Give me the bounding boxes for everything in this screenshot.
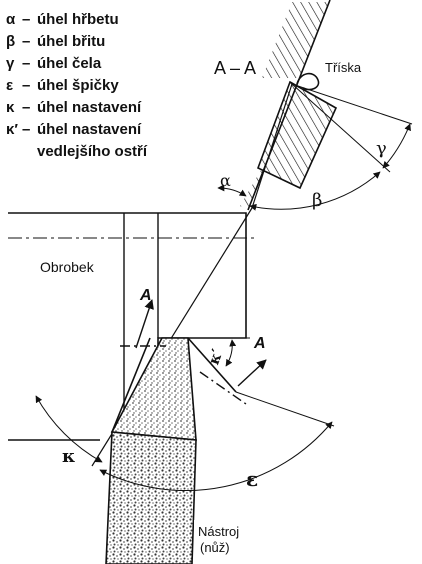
legend-text: úhel hřbetu xyxy=(37,11,119,28)
tool-label-bg xyxy=(194,520,260,556)
tool-label-line2: (nůž) xyxy=(200,540,230,555)
beta-label: β xyxy=(312,190,322,211)
kappa-prime-arc xyxy=(225,339,237,367)
tool-shank xyxy=(105,431,197,564)
tool-main-cutting-edge xyxy=(111,337,151,433)
rake-face-line xyxy=(291,83,391,173)
alpha-label: α xyxy=(220,171,231,190)
section-view: A – A Tříska β γ α xyxy=(214,0,413,211)
legend-symbol: κ′ xyxy=(6,121,18,138)
tool-minor-cutting-edge xyxy=(187,337,237,393)
workpiece-label: Obrobek xyxy=(40,259,95,275)
legend-dash: – xyxy=(22,33,30,50)
legend-text: úhel nastavení xyxy=(37,99,142,116)
tool-section-hatched xyxy=(256,80,338,190)
marker-right-line xyxy=(199,371,247,405)
gamma-label: γ xyxy=(376,138,387,159)
marker-left-label: A xyxy=(139,287,152,304)
legend-text: úhel špičky xyxy=(37,77,119,94)
legend-item-epsilon: ε – úhel špičky xyxy=(6,77,119,94)
legend-dash: – xyxy=(22,11,30,28)
epsilon-annotation: ε xyxy=(99,391,335,492)
legend-item-kappa-prime: κ′ – úhel nastavení xyxy=(6,121,142,138)
alpha-arc xyxy=(217,184,247,197)
kappa-prime-label: κ′ xyxy=(204,347,226,367)
legend-symbol: α xyxy=(6,11,16,28)
legend-dash: – xyxy=(22,99,30,116)
kappa-prime-annotation: κ′ xyxy=(188,337,250,367)
section-cut-line-upper xyxy=(251,83,293,209)
marker-right-arrow xyxy=(237,359,267,387)
rake-reference-line xyxy=(291,83,413,125)
marker-left-arrow xyxy=(135,299,154,349)
legend-text: úhel čela xyxy=(37,55,102,72)
gamma-arc xyxy=(382,123,411,169)
kappa-annotation: κ xyxy=(35,395,103,467)
legend-item-gamma: γ – úhel čela xyxy=(6,55,102,72)
tool-label-line1: Nástroj xyxy=(198,524,239,539)
legend-dash: – xyxy=(22,55,30,72)
legend-symbol: κ xyxy=(6,99,15,116)
legend-text: úhel nastavení xyxy=(37,121,142,138)
kappa-arc xyxy=(35,395,103,463)
legend-text: úhel břitu xyxy=(37,33,105,50)
legend-dash: – xyxy=(22,121,30,138)
section-marker-right: A xyxy=(199,335,267,405)
beta-arc xyxy=(249,171,381,211)
epsilon-label: ε xyxy=(246,467,258,491)
section-title: A – A xyxy=(214,58,256,78)
legend-symbol: β xyxy=(6,33,15,50)
chip-label: Tříska xyxy=(325,60,362,75)
legend-symbol: ε xyxy=(6,77,13,94)
legend-continuation: vedlejšího ostří xyxy=(37,143,148,160)
section-marker-left: A xyxy=(120,287,166,349)
workpiece-section-hatch xyxy=(262,2,330,78)
epsilon-arc xyxy=(99,421,333,492)
cutting-tool: Nástroj (nůž) xyxy=(105,337,260,564)
kappa-label: κ xyxy=(62,446,76,467)
legend-symbol: γ xyxy=(6,55,15,72)
legend-item-beta: β – úhel břitu xyxy=(6,33,105,50)
legend-item-kappa: κ – úhel nastavení xyxy=(6,99,142,116)
epsilon-reference xyxy=(235,391,335,427)
marker-right-label: A xyxy=(253,335,266,352)
legend-dash: – xyxy=(22,77,30,94)
legend-item-alpha: α – úhel hřbetu xyxy=(6,11,119,28)
legend: α – úhel hřbetu β – úhel břitu γ – úhel … xyxy=(6,11,148,160)
